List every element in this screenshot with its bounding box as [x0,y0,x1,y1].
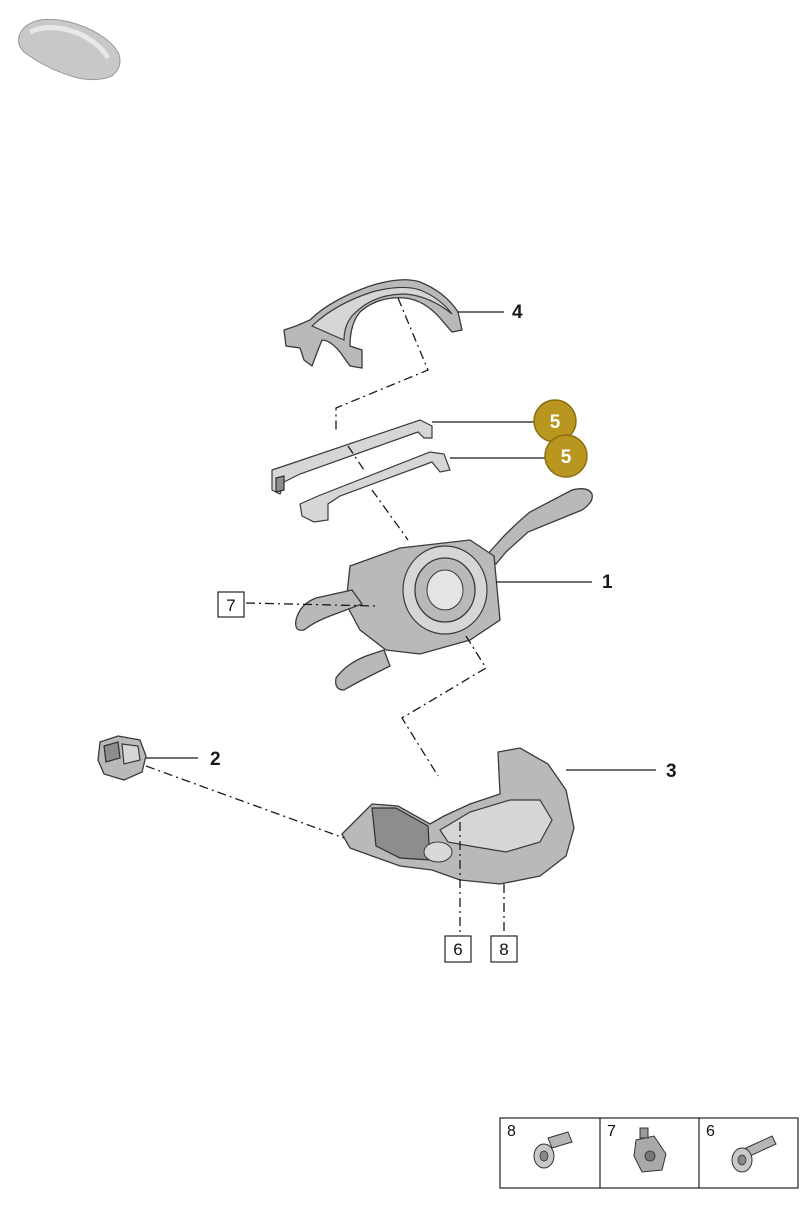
callout-3: 3 [666,761,677,782]
callout-5b[interactable]: 5 [561,447,572,468]
highlight-circle[interactable] [544,434,588,478]
assembly-lines [145,297,505,932]
combination-switch-part [295,488,593,691]
svg-text:7: 7 [607,1123,616,1140]
highlight-callout-5b[interactable]: 5 [544,434,588,478]
switch-module-part [97,735,147,781]
screw-icon [533,1131,573,1169]
boxed-ref-8: 8 [490,935,518,963]
svg-text:6: 6 [706,1123,715,1140]
vehicle-thumbnail-icon [18,18,121,81]
callout-4: 4 [512,302,523,323]
tapping-screw-icon [731,1135,777,1173]
legend-cell-8: 8 [507,1123,573,1169]
svg-text:7: 7 [226,596,235,615]
trim-strip-lower-part [299,451,451,523]
assembly-line-c [371,489,409,541]
callout-5a[interactable]: 5 [550,412,561,433]
callout-1: 1 [602,572,613,593]
clip-nut-icon [633,1127,667,1173]
boxed-ref-6: 6 [444,935,472,963]
upper-column-trim-part [283,279,463,369]
svg-text:6: 6 [453,940,462,959]
legend-cell-6: 6 [706,1123,777,1173]
assembly-line-a [335,297,429,430]
svg-text:8: 8 [507,1123,516,1140]
assembly-line-e [145,765,345,839]
trim-strip-upper-part [271,419,433,495]
legend-cell-7: 7 [607,1123,667,1173]
leader-line-7 [245,602,377,607]
assembly-line-d [401,635,487,777]
assembly-line-b [347,445,365,471]
lower-column-trim-part [341,747,575,885]
svg-text:8: 8 [499,940,508,959]
boxed-ref-7: 7 [217,591,245,618]
callout-2: 2 [210,749,221,770]
fastener-legend: 8 7 6 [499,1117,799,1189]
leader-lines [146,311,656,771]
